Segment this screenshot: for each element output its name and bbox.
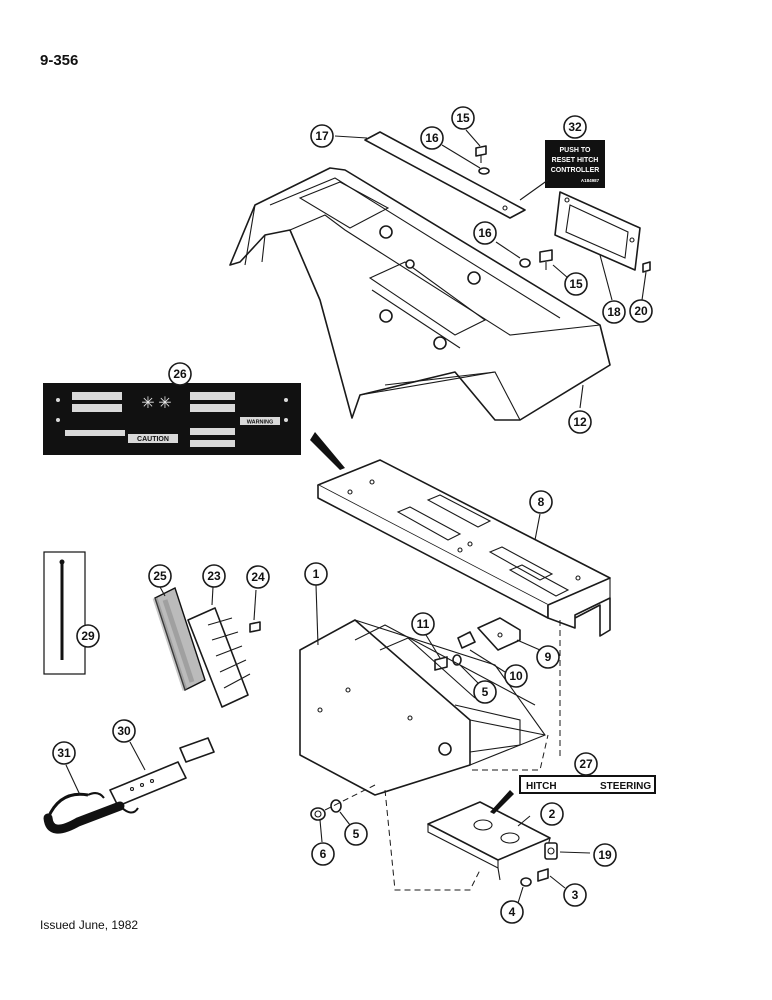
svg-text:26: 26 [173,367,187,381]
svg-text:24: 24 [251,570,265,584]
svg-text:1: 1 [313,567,320,581]
callout-15-top: 15 [451,106,475,130]
svg-text:17: 17 [315,129,329,143]
callout-30: 30 [112,719,136,743]
callout-4: 4 [500,900,524,924]
mounting-panel-part [317,459,611,637]
label-steering: STEERING [600,781,651,792]
callout-31: 31 [52,741,76,765]
svg-text:✳: ✳ [158,393,171,412]
callout-26: 26 [168,362,192,386]
svg-text:4: 4 [509,905,516,919]
hitch-steering-label: HITCH STEERING [519,775,656,794]
svg-text:16: 16 [478,226,492,240]
svg-text:18: 18 [607,305,621,319]
svg-text:29: 29 [81,629,95,643]
callout-2: 2 [540,802,564,826]
callout-16-top: 16 [420,126,444,150]
svg-text:8: 8 [538,495,545,509]
decal-code: A184987 [581,178,600,183]
callout-18: 18 [602,300,626,324]
comb-bracket-part [187,607,251,708]
console-cover-part [229,167,611,421]
page-number: 9-356 [40,52,79,69]
decal-line-2: RESET HITCH [552,157,599,164]
warning-label: WARNING [247,420,274,426]
bezel-frame-part [554,191,641,271]
svg-text:6: 6 [320,847,327,861]
svg-text:✳: ✳ [141,393,154,412]
bungee-strap-part [43,792,139,834]
retainer-strip-part [364,131,526,219]
callout-5-bottom: 5 [344,822,368,846]
callout-12: 12 [568,410,592,434]
svg-text:31: 31 [57,746,71,760]
callout-1: 1 [304,562,328,586]
callout-19: 19 [593,843,617,867]
svg-text:5: 5 [353,827,360,841]
svg-text:9: 9 [545,650,552,664]
svg-text:32: 32 [568,120,582,134]
callout-27: 27 [574,752,598,776]
issue-date: Issued June, 1982 [40,918,139,932]
callout-15-right: 15 [564,272,588,296]
callout-29: 29 [76,624,100,648]
callout-17: 17 [310,124,334,148]
svg-text:11: 11 [417,617,430,631]
screw-part [475,145,490,175]
svg-text:25: 25 [153,569,167,583]
svg-text:3: 3 [572,888,579,902]
svg-text:19: 19 [598,848,612,862]
console-decal-panel: CAUTION WARNING ✳ ✳ [43,383,301,455]
svg-text:2: 2 [549,807,556,821]
screw-washer-part [519,249,553,270]
caution-label: CAUTION [137,436,169,443]
svg-text:27: 27 [579,757,593,771]
svg-text:23: 23 [207,569,221,583]
svg-text:5: 5 [482,685,489,699]
svg-text:16: 16 [425,131,439,145]
callout-6: 6 [311,842,335,866]
console-stand-part [299,619,546,796]
callout-5-top: 5 [473,680,497,704]
callout-10: 10 [504,664,528,688]
switch-part [544,842,558,860]
callout-23: 23 [202,564,226,588]
callout-8: 8 [529,490,553,514]
strap-part [109,737,215,807]
svg-text:15: 15 [569,277,583,291]
bracket-part [457,617,521,651]
callout-32: 32 [563,115,587,139]
decal-line-3: CONTROLLER [551,167,600,174]
callout-9: 9 [536,645,560,669]
callout-11: 11 [411,612,435,636]
switch-plate-part [427,801,551,881]
rod-part [43,551,86,675]
callout-3: 3 [563,883,587,907]
callout-16-right: 16 [473,221,497,245]
svg-text:30: 30 [117,724,131,738]
callout-20: 20 [629,299,653,323]
callout-25: 25 [148,564,172,588]
foam-pad-part [152,587,206,691]
svg-text:20: 20 [634,304,648,318]
svg-text:15: 15 [456,111,470,125]
decal-line-1: PUSH TO [560,147,592,154]
svg-text:10: 10 [509,669,523,683]
label-hitch: HITCH [526,781,557,792]
callout-24: 24 [246,565,270,589]
svg-text:12: 12 [573,415,587,429]
reset-hitch-decal: PUSH TO RESET HITCH CONTROLLER A184987 [545,140,605,188]
